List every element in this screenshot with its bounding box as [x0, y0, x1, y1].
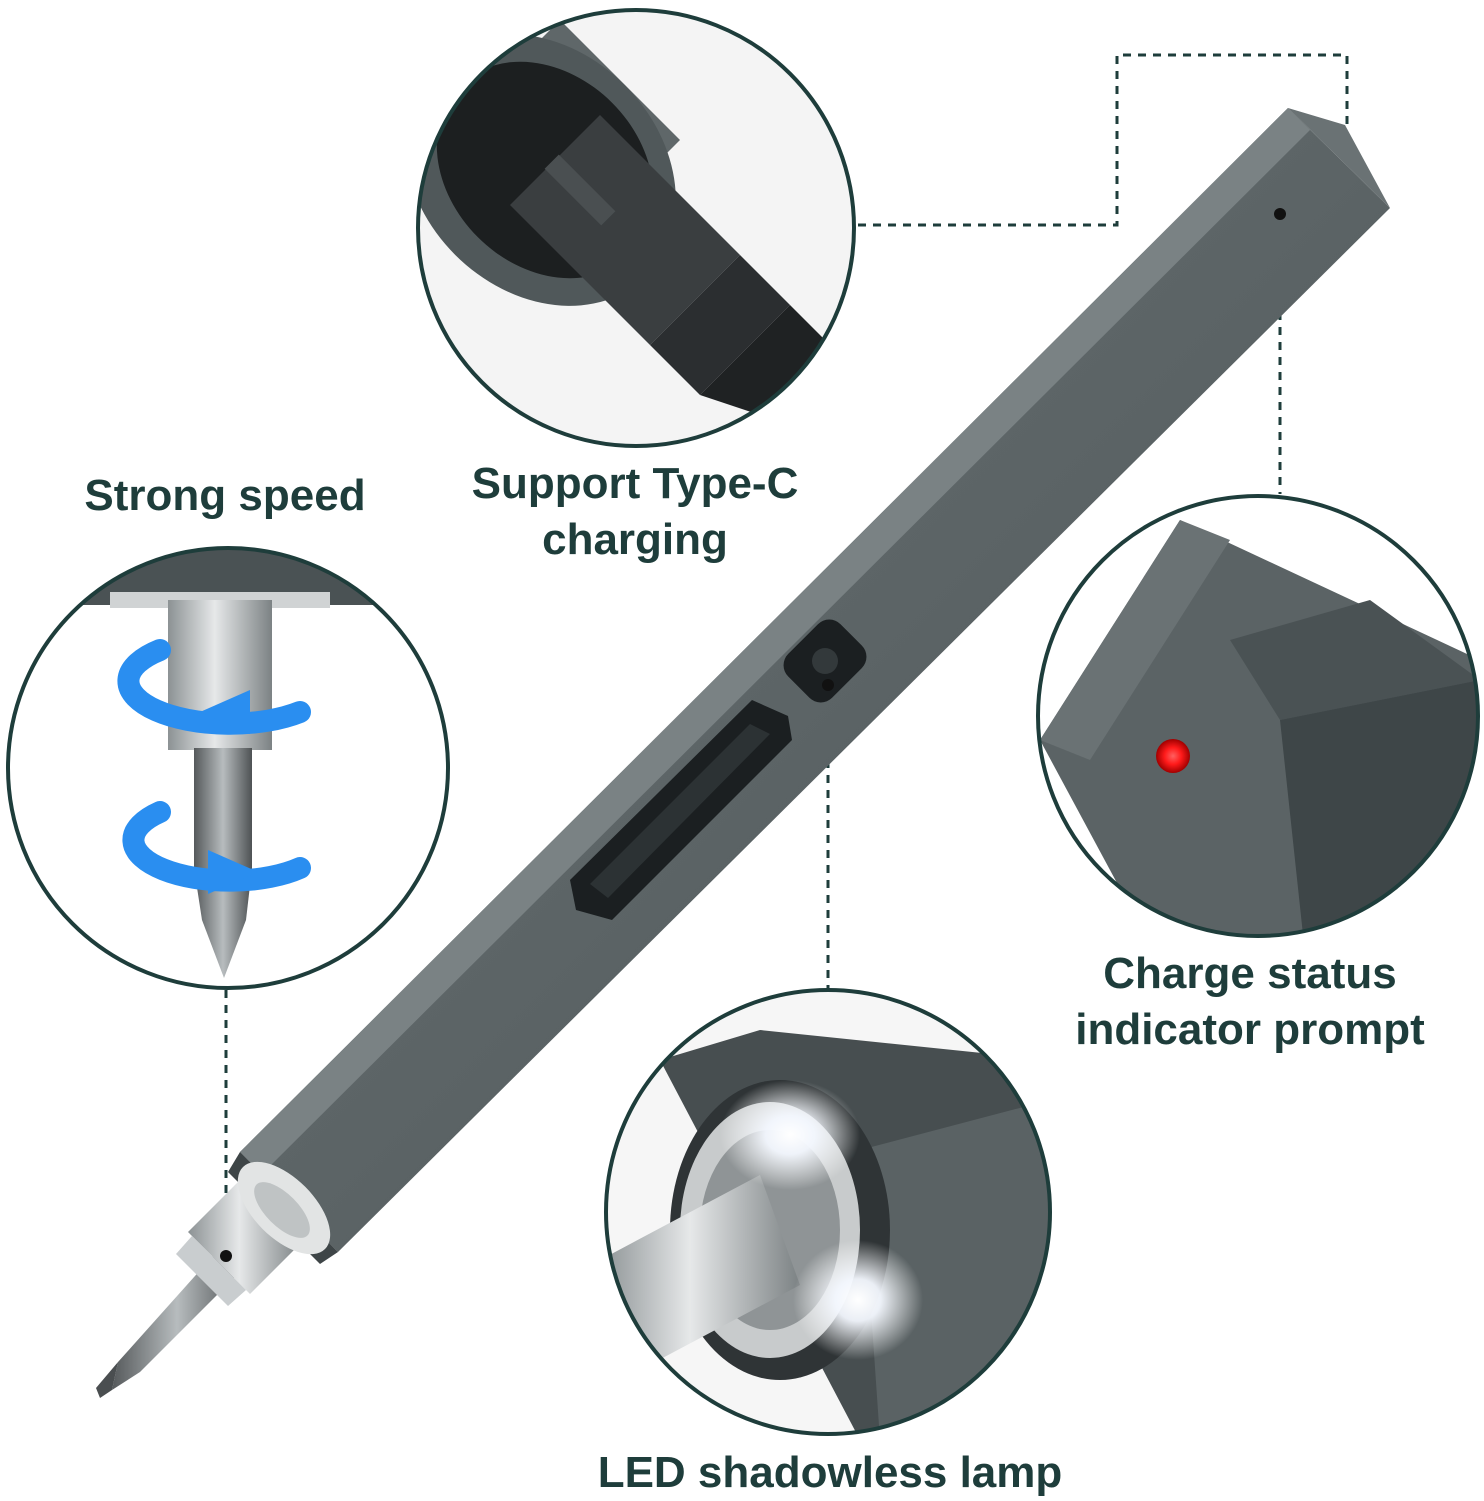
strong-speed-line-1: Strong speed	[84, 471, 366, 520]
charge-status-line-2: indicator prompt	[1075, 1005, 1425, 1054]
led-lamp-line-1: LED shadowless lamp	[597, 1448, 1063, 1497]
led-detail-circle	[604, 988, 1052, 1436]
charge-status-label: Charge status indicator prompt	[1040, 946, 1460, 1058]
type-c-detail-circle	[416, 8, 856, 448]
leader-line-type-c	[858, 53, 1349, 227]
type-c-line-1: Support Type-C	[471, 459, 799, 508]
rotate-arrow-icon	[122, 801, 311, 892]
charge-status-line-1: Charge status	[1103, 949, 1397, 998]
led-lamp-label: LED shadowless lamp	[540, 1445, 1120, 1501]
speed-detail-circle	[6, 546, 450, 990]
red-indicator-dot	[1156, 739, 1190, 773]
screwdriver-body	[96, 108, 1390, 1398]
charge-status-detail-circle	[1036, 494, 1480, 938]
led-dot	[822, 679, 834, 691]
rotate-arrow-icon	[117, 639, 311, 735]
type-c-line-2: charging	[542, 515, 728, 564]
strong-speed-label: Strong speed	[45, 468, 405, 524]
type-c-label: Support Type-C charging	[420, 456, 850, 568]
